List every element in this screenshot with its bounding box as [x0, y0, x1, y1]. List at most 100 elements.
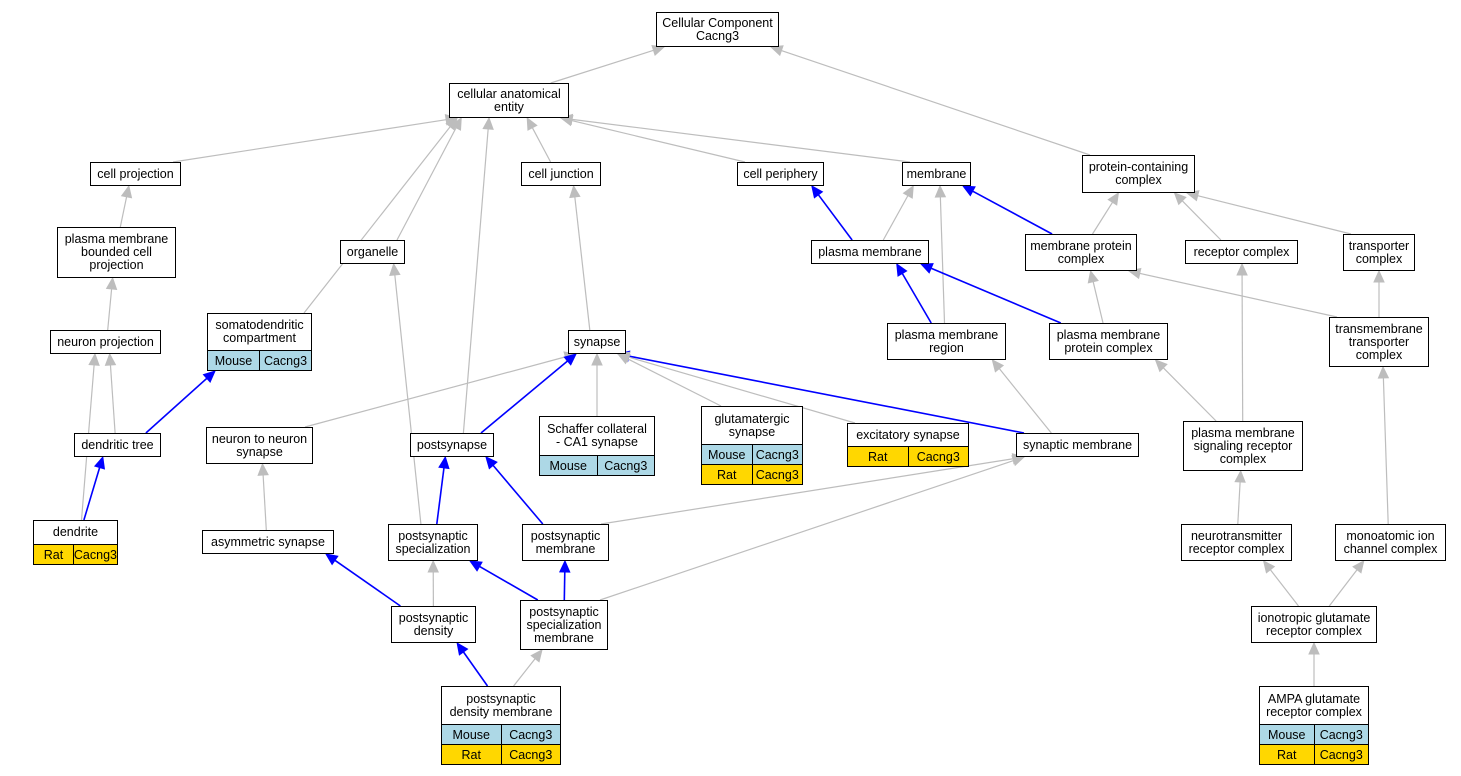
node-pmsrc[interactable]: plasma membrane signaling receptor compl…: [1183, 421, 1303, 471]
species-cell: Rat: [461, 747, 481, 762]
node-label: postsynaptic density membrane: [449, 691, 553, 719]
edge-psd-to-asym: [334, 559, 401, 607]
node-label: plasma membrane signaling receptor compl…: [1191, 425, 1295, 466]
node-psm[interactable]: postsynaptic membrane: [522, 524, 609, 561]
edge-mpc-to-pcc: [1091, 201, 1114, 235]
gene-cell: Cacng3: [72, 545, 117, 564]
node-n2n[interactable]: neuron to neuron synapse: [206, 427, 313, 464]
arrowhead: [769, 45, 784, 57]
arrowhead: [563, 353, 577, 366]
node-cper[interactable]: cell periphery: [737, 162, 824, 186]
arrowhead: [93, 455, 106, 470]
arrowhead: [1107, 191, 1120, 206]
node-ttc[interactable]: transmembrane transporter complex: [1329, 317, 1429, 367]
arrowhead: [1087, 269, 1099, 284]
edge-cae-to-cc: [550, 49, 654, 84]
node-org[interactable]: organelle: [340, 240, 405, 264]
arrowhead: [526, 116, 538, 131]
node-label: plasma membrane: [818, 244, 922, 259]
node-nproj[interactable]: neuron projection: [50, 330, 161, 354]
node-label: postsynaptic density: [398, 610, 469, 638]
edge-exc-to-syn: [628, 356, 856, 424]
node-micc[interactable]: monoatomic ion channel complex: [1335, 524, 1446, 561]
edge-synm-to-pmr: [998, 368, 1052, 434]
node-cjunc[interactable]: cell junction: [521, 162, 601, 186]
arrowhead: [445, 117, 458, 131]
node-label: membrane: [906, 166, 967, 181]
edge-pm-to-mem: [882, 195, 909, 241]
arrowhead: [1154, 359, 1168, 373]
node-psd[interactable]: postsynaptic density: [391, 606, 476, 643]
node-cproj[interactable]: cell projection: [90, 162, 181, 186]
node-cc[interactable]: Cellular Component Cacng3: [656, 12, 779, 47]
node-nrc[interactable]: neurotransmitter receptor complex: [1181, 524, 1292, 561]
edge-pssm-to-pss: [479, 565, 539, 601]
node-rc[interactable]: receptor complex: [1185, 240, 1298, 264]
arrowhead: [104, 352, 117, 366]
edge-cproj-to-cae: [172, 119, 447, 163]
edge-cper-to-cae: [571, 119, 746, 163]
edge-pmr-to-pm: [901, 273, 932, 324]
edge-nrc-to-pmsrc: [1237, 481, 1241, 525]
node-label: cell periphery: [743, 166, 818, 181]
arrowhead: [934, 184, 947, 198]
edge-pssm-to-synm: [599, 459, 1014, 601]
node-tc[interactable]: transporter complex: [1343, 234, 1415, 271]
node-label: transporter complex: [1348, 238, 1410, 266]
node-label: synapse: [573, 334, 621, 349]
node-pssm[interactable]: postsynaptic specialization membrane: [520, 600, 608, 650]
node-label: AMPA glutamate receptor complex: [1266, 691, 1362, 719]
node-dt[interactable]: dendritic tree: [74, 433, 161, 457]
node-label: monoatomic ion channel complex: [1343, 528, 1438, 556]
gene-cell: Cacng3: [1313, 745, 1369, 764]
node-pss[interactable]: postsynaptic specialization: [388, 524, 478, 561]
edge-pm-to-cper: [817, 194, 853, 241]
node-asym[interactable]: asymmetric synapse: [202, 530, 334, 554]
edge-pmsrc-to-pmpc: [1162, 367, 1217, 422]
node-mpc[interactable]: membrane protein complex: [1025, 234, 1137, 271]
arrowhead: [1352, 560, 1365, 574]
node-pmpc[interactable]: plasma membrane protein complex: [1049, 323, 1168, 360]
species-cell: Mouse: [214, 353, 253, 368]
arrowhead: [991, 359, 1005, 373]
node-label: ionotropic glutamate receptor complex: [1257, 610, 1371, 638]
node-label: excitatory synapse: [856, 427, 960, 442]
species-cell: Rat: [43, 547, 64, 562]
node-syn[interactable]: synapse: [568, 330, 626, 354]
node-igrc[interactable]: ionotropic glutamate receptor complex: [1251, 606, 1377, 643]
arrowhead: [1173, 192, 1187, 206]
node-pmbcp[interactable]: plasma membrane bounded cell projection: [57, 227, 176, 278]
edge-ttc-to-mpc: [1139, 272, 1338, 318]
node-postsyn[interactable]: postsynapse: [410, 433, 494, 457]
node-label: cellular anatomical entity: [457, 86, 561, 114]
arrowhead: [902, 184, 914, 199]
node-pcc[interactable]: protein-containing complex: [1082, 155, 1195, 193]
edge-sdc-to-cae: [303, 126, 451, 314]
node-pmr[interactable]: plasma membrane region: [887, 323, 1006, 360]
node-pm[interactable]: plasma membrane: [811, 240, 929, 264]
node-cae[interactable]: cellular anatomical entity: [449, 83, 569, 118]
arrowhead: [1234, 469, 1246, 483]
node-mem[interactable]: membrane: [902, 162, 971, 186]
arrowhead: [120, 184, 133, 199]
node-label: postsynapse: [416, 437, 488, 452]
arrowhead: [591, 352, 603, 366]
node-label: synaptic membrane: [1022, 437, 1133, 452]
edge-pcc-to-cc: [781, 49, 1091, 156]
edge-psdm-to-pssm: [513, 658, 536, 687]
node-label: postsynaptic specialization membrane: [526, 604, 602, 645]
gene-cell: Cacng3: [751, 465, 803, 484]
node-synm[interactable]: synaptic membrane: [1016, 433, 1139, 457]
